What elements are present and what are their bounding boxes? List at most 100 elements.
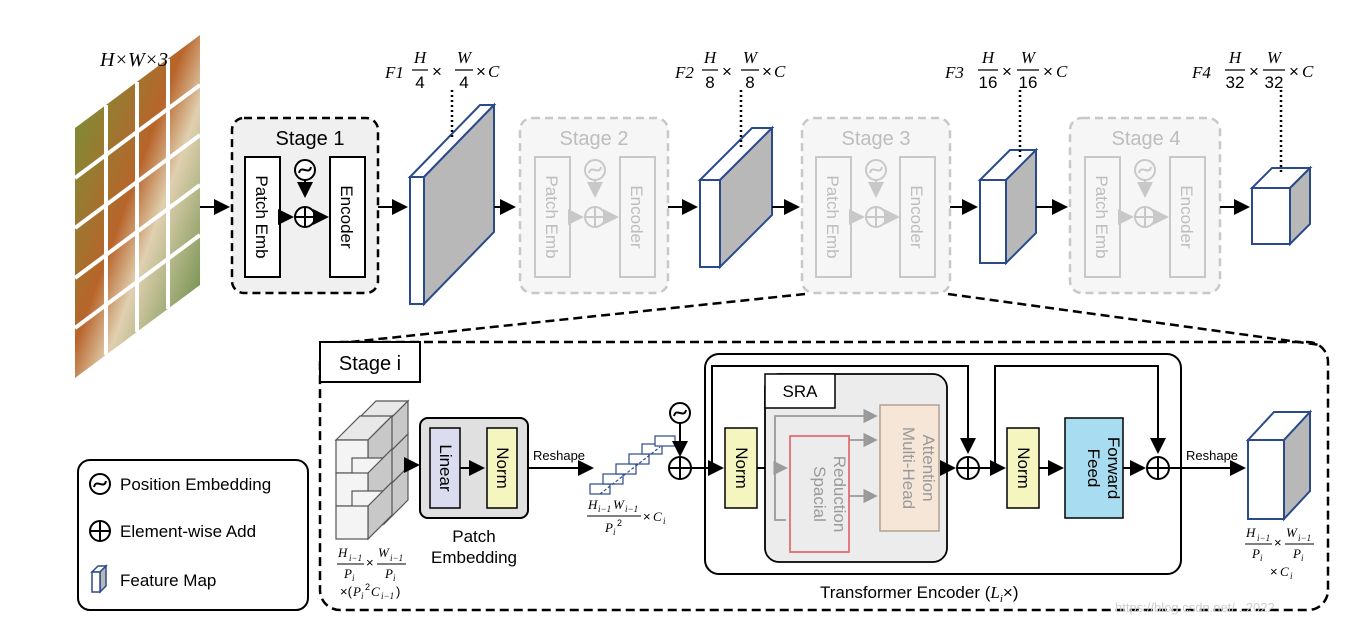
legend-add-label: Element-wise Add — [120, 522, 256, 541]
svg-text:C: C — [1302, 62, 1314, 81]
svg-text:H: H — [337, 545, 348, 560]
svg-text:C: C — [1056, 62, 1068, 81]
stage-3-encoder-label: Encoder — [907, 185, 926, 249]
f3-label: F3 H 16 × W 16 × C — [944, 48, 1068, 92]
svg-text:C: C — [653, 509, 662, 524]
patch-norm-box — [486, 427, 518, 509]
svg-text:i: i — [1260, 553, 1263, 563]
svg-text:2: 2 — [365, 582, 370, 592]
svg-text:F4: F4 — [1191, 63, 1211, 82]
input-size-label: H×W×3 — [99, 49, 168, 71]
svg-text:F1: F1 — [384, 63, 404, 82]
encoder-norm-1-label: Norm — [732, 447, 751, 489]
output-feature-map — [1245, 409, 1313, 522]
svg-text:C: C — [371, 584, 380, 599]
stage-3-patch-emb-label: Patch Emb — [823, 175, 842, 258]
output-size-formula: H i−1 P i × W i−1 P i × C i — [1245, 525, 1314, 581]
stage-1-block: Stage 1 Patch Emb Encoder — [230, 116, 380, 295]
sra-title-box — [764, 373, 836, 409]
stage-3-title: Stage 3 — [842, 128, 911, 150]
svg-text:i−1: i−1 — [1298, 533, 1311, 543]
stage-2-patch-emb-label: Patch Emb — [542, 175, 561, 258]
stage-i-container — [318, 340, 1330, 612]
svg-text:×: × — [476, 62, 486, 81]
svg-text:×(: ×( — [340, 584, 353, 599]
encoder-norm-2-box — [1006, 427, 1040, 509]
token-size-formula: H i−1 W i−1 P i 2 × C i — [587, 497, 666, 537]
svg-text:i: i — [361, 591, 364, 601]
stage-i-title-box — [319, 341, 421, 383]
stage-4-block: Stage 4 Patch Emb Encoder — [1068, 116, 1222, 295]
stage-4-patch-emb-label: Patch Emb — [1092, 175, 1111, 258]
svg-text:P: P — [384, 566, 393, 581]
svg-text:32: 32 — [1265, 73, 1284, 92]
stage-4-title: Stage 4 — [1112, 128, 1181, 150]
svg-text:H: H — [413, 48, 428, 67]
feed-forward-label-1: Feed — [1084, 449, 1103, 488]
patch-embedding-label-1: Patch — [452, 527, 495, 546]
svg-text:H: H — [1228, 48, 1243, 67]
svg-text:): ) — [396, 584, 400, 599]
svg-text:i: i — [613, 527, 616, 537]
mha-label-1: Multi-Head — [899, 427, 918, 509]
svg-text:32: 32 — [1226, 73, 1245, 92]
f1-label: F1 H 4 × W 4 × C — [384, 48, 500, 92]
svg-text:i−1: i−1 — [381, 591, 394, 601]
svg-text:×: × — [1270, 564, 1278, 579]
svg-text:×: × — [432, 62, 442, 81]
stage-2-title: Stage 2 — [560, 128, 629, 150]
encoder-norm-1-box — [724, 427, 758, 509]
svg-text:×: × — [1289, 62, 1299, 81]
legend-box — [77, 459, 309, 611]
svg-text:W: W — [1267, 48, 1283, 67]
svg-text:C: C — [488, 62, 500, 81]
svg-text:W: W — [457, 48, 473, 67]
feed-forward-label-2: Forward — [1104, 437, 1123, 499]
input-size-formula: H i−1 P i × W i−1 P i ×( P i 2 C i−1 ) — [337, 545, 406, 601]
feature-map-f3 — [977, 147, 1039, 266]
feed-forward-box — [1064, 417, 1124, 519]
zoom-line-left — [321, 292, 806, 347]
svg-text:P: P — [352, 584, 361, 599]
svg-text:W: W — [1021, 48, 1037, 67]
legend-feature-map-label: Feature Map — [120, 571, 216, 590]
patch-embedding-label-2: Embedding — [431, 548, 517, 567]
multi-head-attention-box — [879, 404, 940, 532]
feature-map-f2 — [697, 125, 775, 270]
svg-text:4: 4 — [415, 73, 424, 92]
svg-text:i: i — [1301, 553, 1304, 563]
encoder-norm-2-label: Norm — [1014, 447, 1033, 489]
token-sequence — [589, 435, 676, 495]
svg-text:H: H — [587, 497, 598, 512]
svg-text:×: × — [722, 62, 732, 81]
feature-map-f1 — [407, 102, 497, 307]
svg-text:i−1: i−1 — [625, 504, 638, 514]
stage-2-block: Stage 2 Patch Emb Encoder — [518, 116, 670, 295]
svg-text:i−1: i−1 — [598, 504, 611, 514]
stage-4-encoder-label: Encoder — [1177, 185, 1196, 249]
mha-label-2: Attention — [919, 434, 938, 501]
feature-map-f4 — [1249, 165, 1313, 247]
reshape-label-1: Reshape — [533, 448, 585, 463]
svg-text:16: 16 — [979, 73, 998, 92]
svg-text:i−1: i−1 — [390, 553, 403, 563]
svg-text:×: × — [1002, 62, 1012, 81]
stage-1-encoder-label: Encoder — [337, 185, 356, 249]
stage-1-title: Stage 1 — [276, 128, 345, 150]
svg-text:i: i — [663, 516, 666, 526]
patch-norm-label: Norm — [493, 447, 512, 489]
svg-text:i−1: i−1 — [1257, 533, 1270, 543]
svg-text:H: H — [703, 48, 718, 67]
svg-text:16: 16 — [1019, 73, 1038, 92]
svg-text:×: × — [1274, 535, 1282, 550]
svg-text:F3: F3 — [944, 63, 964, 82]
svg-text:W: W — [613, 497, 625, 512]
svg-text:H: H — [981, 48, 996, 67]
reshape-label-2: Reshape — [1186, 448, 1238, 463]
svg-text:C: C — [1280, 564, 1289, 579]
svg-text:F2: F2 — [674, 63, 694, 82]
stage-3-block: Stage 3 Patch Emb Encoder — [800, 116, 952, 295]
transformer-encoder-label: Transformer Encoder (Li×) — [820, 583, 1019, 605]
stage-i-title: Stage i — [339, 353, 401, 375]
input-image — [73, 35, 202, 378]
